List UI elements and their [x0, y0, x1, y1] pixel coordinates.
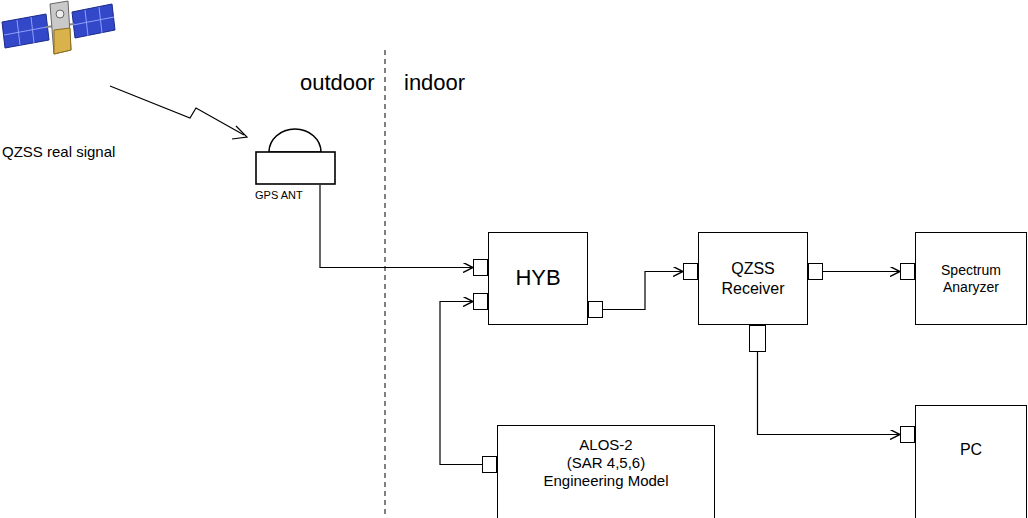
connector-port — [900, 263, 915, 280]
device-box: ALOS-2(SAR 4,5,6)Engineering Model — [497, 425, 715, 518]
signal-connector — [758, 352, 901, 435]
antenna: GPS ANT — [255, 128, 339, 202]
signal-connector — [603, 272, 683, 310]
device-box: Spectrum Anaryzer — [915, 232, 1027, 325]
device-label: (SAR 4,5,6) — [567, 454, 645, 472]
connector-port — [588, 301, 603, 318]
signal-connector — [823, 271, 900, 272]
device-label: Spectrum Anaryzer — [925, 262, 1017, 296]
device-box: PC — [915, 405, 1027, 518]
device-label: PC — [960, 440, 982, 459]
connector-port — [749, 325, 766, 352]
satellite-body — [54, 28, 71, 54]
solar-panel — [2, 14, 49, 48]
device-label: HYB — [515, 265, 560, 291]
connector-port — [683, 263, 698, 280]
signal-label: QZSS real signal — [2, 143, 115, 160]
area-label: outdoor — [300, 70, 375, 96]
solar-panel — [72, 4, 115, 38]
antenna-label: GPS ANT — [255, 189, 339, 202]
connector-port — [482, 456, 497, 473]
connector-port — [473, 259, 488, 276]
antenna-base — [256, 152, 335, 184]
signal-connector — [320, 185, 473, 268]
device-label: ALOS-2 — [579, 436, 632, 454]
connector-port — [808, 263, 823, 280]
satellite — [2, 1, 115, 54]
antenna-dome — [269, 129, 321, 152]
device-label: QZSS Receiver — [713, 259, 793, 297]
connector-port — [473, 293, 488, 310]
signal-connector — [440, 302, 482, 465]
satellite-antenna — [56, 10, 64, 18]
boundary-line — [385, 50, 386, 518]
signal-bolt — [110, 86, 244, 135]
satellite-body — [50, 1, 71, 54]
device-label: Engineering Model — [543, 472, 668, 490]
panel-grid — [4, 27, 47, 35]
device-box: QZSS Receiver — [698, 232, 808, 325]
device-box: HYB — [488, 232, 588, 325]
panel-grid — [73, 17, 114, 25]
connector-port — [900, 426, 915, 443]
antenna-symbol — [255, 128, 337, 186]
area-label: indoor — [404, 70, 465, 96]
arrowhead — [232, 126, 247, 139]
